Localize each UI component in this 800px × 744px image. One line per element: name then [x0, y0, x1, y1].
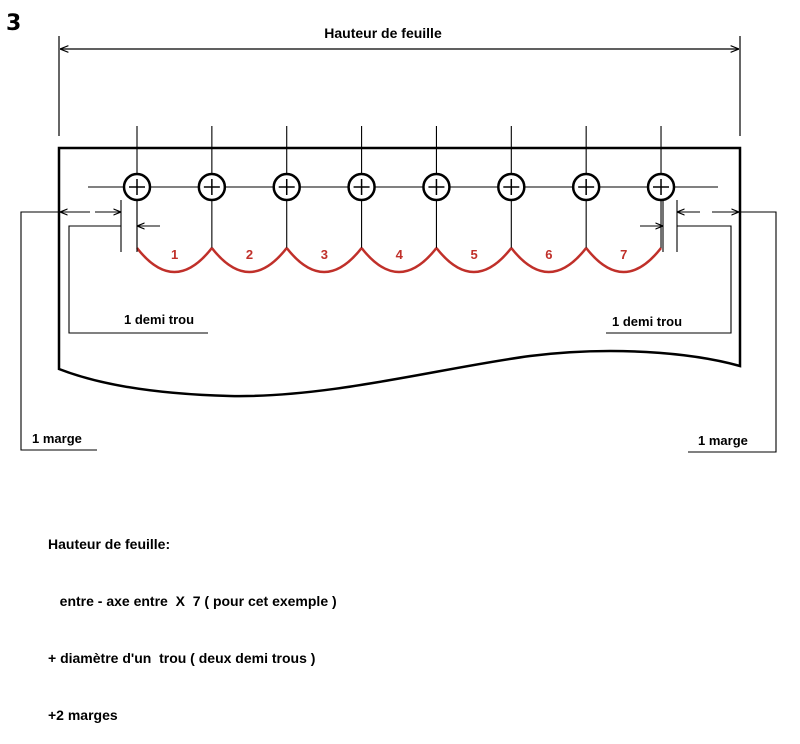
half-hole-right-leader	[606, 225, 732, 334]
hole	[422, 126, 451, 248]
figure-number: 3	[6, 11, 21, 36]
hole	[646, 126, 676, 248]
holes-group	[122, 126, 676, 248]
half-hole-right-dimension	[606, 200, 732, 334]
margin-left-label: 1 marge	[32, 431, 82, 446]
scallops-group: 1 2 3 4 5 6 7	[136, 247, 663, 274]
scallop-arc	[510, 247, 588, 274]
half-hole-left-label: 1 demi trou	[124, 312, 194, 327]
scallop-number: 6	[545, 247, 552, 262]
hole	[347, 126, 376, 248]
margin-left-leader	[20, 211, 97, 451]
margin-right-leader	[688, 211, 777, 453]
scallop-number: 7	[620, 247, 627, 262]
notes-line-4: +2 marges	[48, 707, 118, 723]
hole	[272, 126, 301, 248]
sheet-height-label: Hauteur de feuille	[324, 25, 442, 41]
hole	[497, 126, 526, 248]
scallop-number: 4	[396, 247, 404, 262]
hole	[197, 126, 227, 248]
scallop-arc	[285, 247, 363, 274]
scallop-number: 3	[321, 247, 328, 262]
scallop-number: 1	[171, 247, 178, 262]
notes-line-3: + diamètre d'un trou ( deux demi trous )	[48, 650, 316, 666]
half-hole-right-label: 1 demi trou	[612, 314, 682, 329]
scallop-number: 2	[246, 247, 253, 262]
formula-notes: Hauteur de feuille: entre - axe entre X …	[48, 497, 337, 744]
sheet-outline	[57, 146, 742, 398]
sheet-height-dimension	[58, 36, 741, 136]
margin-right-label: 1 marge	[698, 433, 748, 448]
scallop-arc	[136, 247, 213, 274]
scallop-arc	[210, 247, 288, 274]
hole	[122, 126, 152, 248]
margin-right-dimension	[688, 211, 777, 453]
scallop-number: 5	[470, 247, 477, 262]
half-hole-left-leader	[68, 225, 208, 334]
scallop-arc	[435, 247, 513, 274]
half-hole-left-dimension	[68, 200, 208, 334]
notes-line-1: Hauteur de feuille:	[48, 536, 171, 552]
hole	[571, 126, 601, 248]
scallop-arc	[585, 247, 663, 274]
sheet-diagram: 3 Hauteur de feuille 1 2 3 4 5 6 7 1 demi trou…	[6, 11, 777, 453]
scallop-arc	[360, 247, 438, 274]
margin-left-dimension	[20, 211, 97, 451]
notes-line-2: entre - axe entre X 7 ( pour cet exemple…	[48, 593, 337, 609]
